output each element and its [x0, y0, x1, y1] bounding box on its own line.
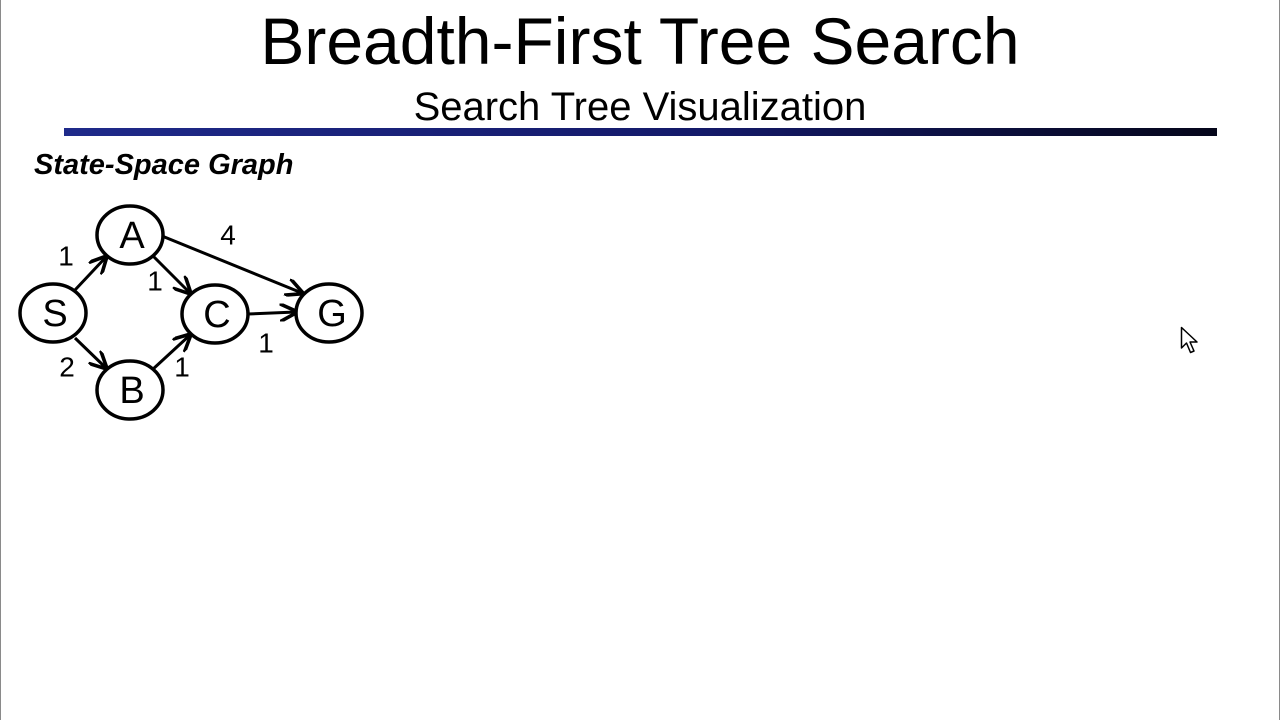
slide-subtitle: Search Tree Visualization — [413, 85, 867, 129]
node-c: C — [180, 283, 250, 345]
edge-c-g — [247, 312, 296, 314]
edge-a-c — [150, 253, 190, 293]
edge-s-b — [73, 336, 106, 368]
title-divider — [64, 128, 1217, 136]
section-label: State-Space Graph — [34, 149, 294, 181]
edge-weight-a-g: 4 — [220, 220, 236, 251]
slide-left-border — [0, 0, 1, 720]
node-a-label: A — [119, 215, 145, 257]
node-g-label: G — [317, 293, 347, 335]
node-b: B — [95, 359, 165, 421]
node-g: G — [294, 282, 364, 344]
node-b-label: B — [119, 370, 144, 412]
slide-title: Breadth-First Tree Search — [260, 4, 1020, 78]
edge-weight-c-g: 1 — [258, 328, 274, 359]
edge-b-c — [150, 335, 190, 372]
node-a: A — [95, 204, 165, 266]
edge-weight-s-a: 1 — [58, 241, 74, 272]
edge-s-a — [73, 257, 106, 292]
node-c-label: C — [203, 294, 230, 336]
edge-weight-a-c: 1 — [147, 266, 163, 297]
edge-a-g — [161, 234, 302, 293]
mouse-pointer-icon — [1180, 326, 1198, 354]
edge-weight-b-c: 1 — [174, 352, 190, 383]
node-s-label: S — [42, 293, 67, 335]
node-s: S — [18, 282, 88, 344]
edge-weight-s-b: 2 — [59, 352, 75, 383]
state-space-graph: 1 2 1 4 1 1 S A B C G — [18, 204, 364, 421]
